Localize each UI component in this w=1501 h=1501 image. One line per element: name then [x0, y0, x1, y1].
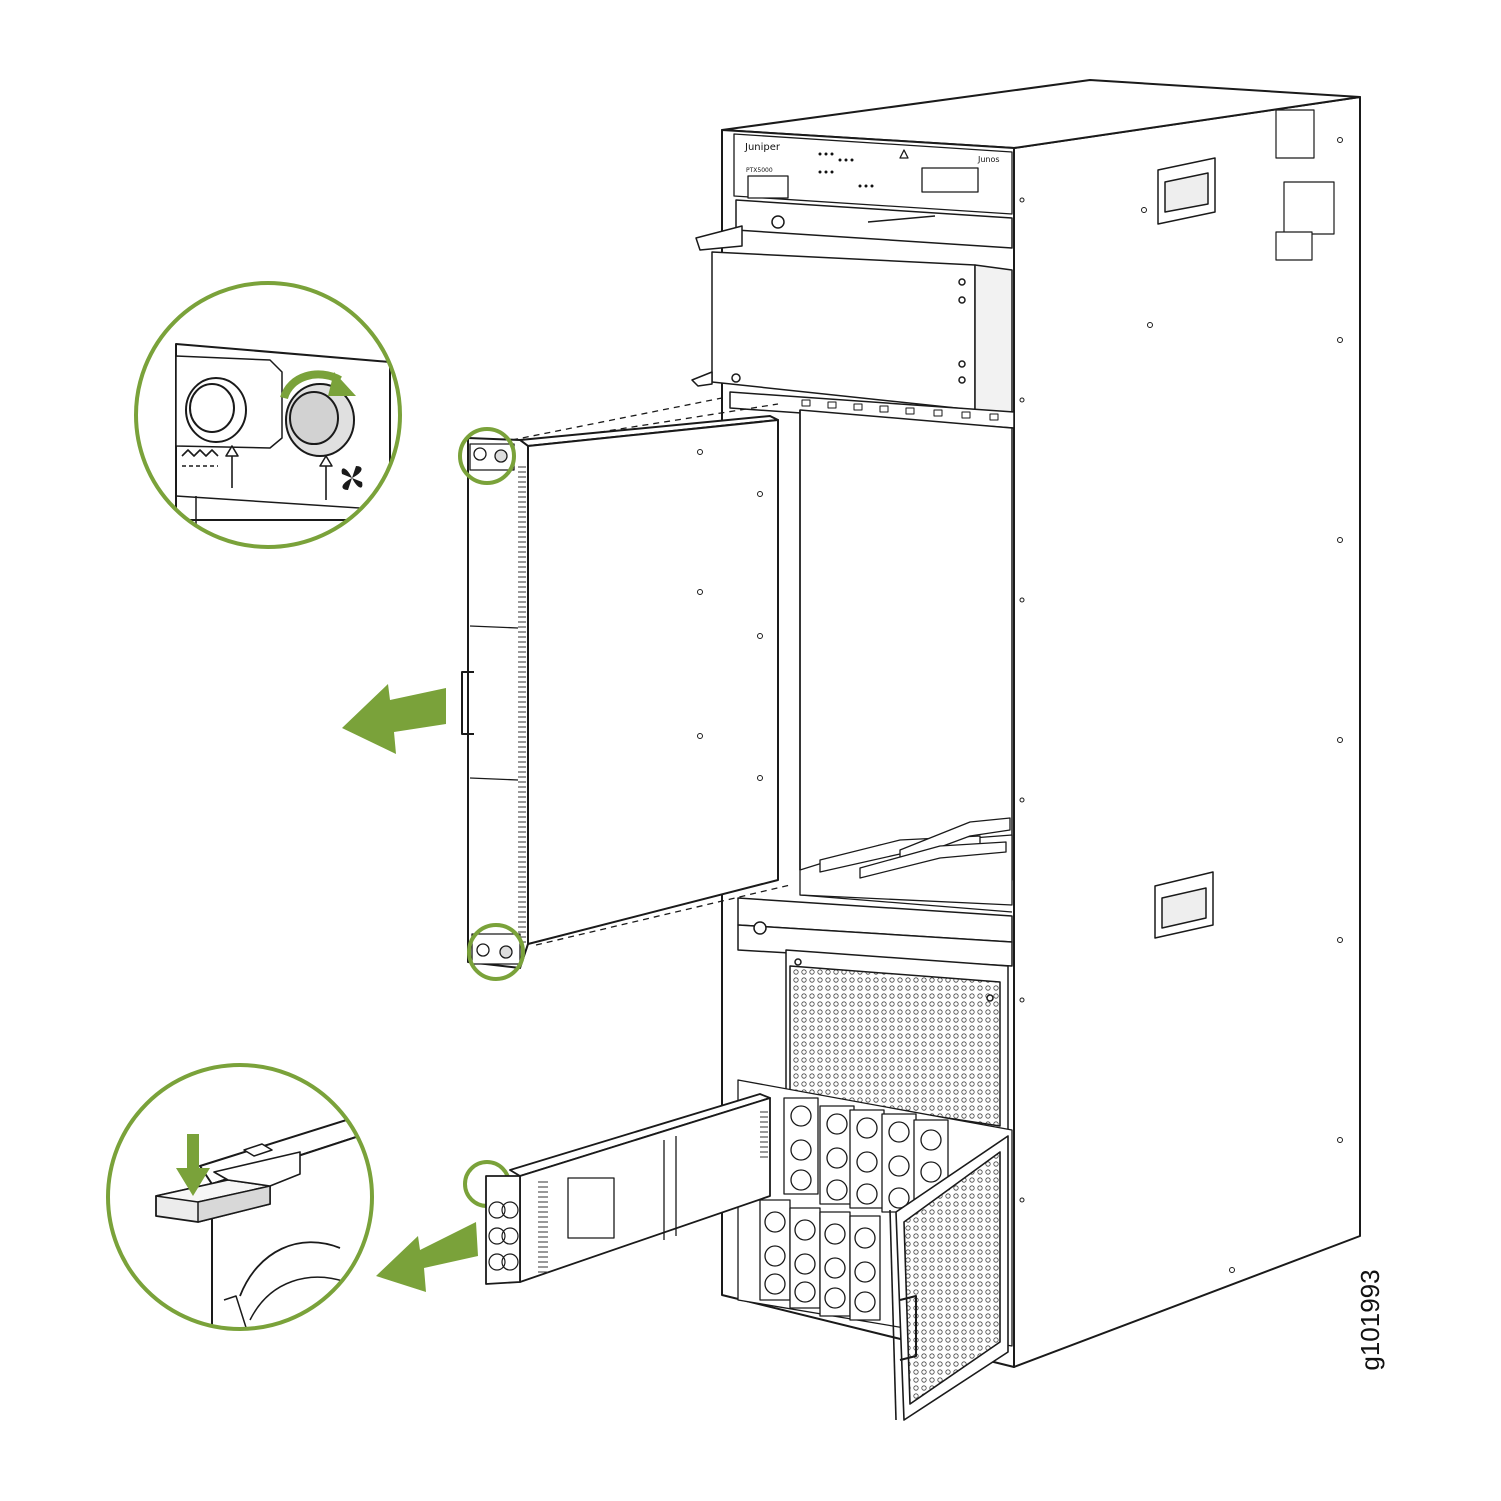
- fan-icon: [319, 455, 363, 500]
- rotate-arrowhead: [328, 372, 356, 396]
- psu-column-4: [881, 1113, 917, 1213]
- left-thumbscrew-knob: [185, 377, 247, 443]
- panel-main-face: [527, 419, 779, 945]
- side-handle-upper: [1157, 157, 1216, 225]
- psu-column-1: [783, 1097, 819, 1195]
- side-handle-lower: [1154, 871, 1214, 939]
- psu-column-2: [819, 1105, 855, 1205]
- chassis-side-panel: [1013, 96, 1361, 1368]
- release-latch-button: [155, 1151, 301, 1223]
- removed-front-panel: [461, 397, 791, 969]
- model-label: PTX5000: [746, 167, 773, 174]
- right-thumbscrew-knob: [285, 383, 355, 457]
- router-chassis: Juniper PTX5000 Junos: [691, 79, 1361, 1421]
- junos-logo: Junos: [977, 155, 1000, 164]
- upper-power-supply: [691, 251, 1013, 416]
- highlight-bottom-thumbscrews: [467, 923, 525, 981]
- lower-fan-tray: [737, 897, 1013, 967]
- remove-module-arrow: [376, 1222, 478, 1292]
- panel-handle: [461, 671, 474, 735]
- side-screws: [1019, 137, 1343, 1273]
- panel-bottom-thumbscrews: [471, 933, 521, 965]
- juniper-logo: Juniper: [744, 142, 781, 153]
- panel-front-edge: [467, 437, 529, 969]
- airflow-icon: [181, 445, 239, 488]
- release-latch-callout: [106, 1063, 374, 1331]
- craft-interface-panel: Juniper PTX5000 Junos: [733, 133, 1013, 215]
- remove-panel-arrow: [342, 684, 446, 754]
- removed-power-module: [485, 1093, 771, 1285]
- down-arrow-icon: [176, 1134, 210, 1196]
- figure-id-label: g101993: [1355, 1269, 1385, 1371]
- psu-door-open: [889, 1135, 1009, 1421]
- psu-bottom-row: [759, 1199, 881, 1321]
- psu-column-3: [849, 1109, 885, 1209]
- perforated-grille: [785, 949, 1009, 1131]
- side-label-stickers: [1275, 109, 1335, 261]
- thumbscrew-callout: [134, 281, 402, 549]
- fabric-card-row: [799, 817, 1013, 913]
- upper-fan-tray: [695, 199, 1013, 251]
- highlight-top-thumbscrews: [458, 427, 516, 485]
- panel-top-thumbscrews: [469, 443, 515, 471]
